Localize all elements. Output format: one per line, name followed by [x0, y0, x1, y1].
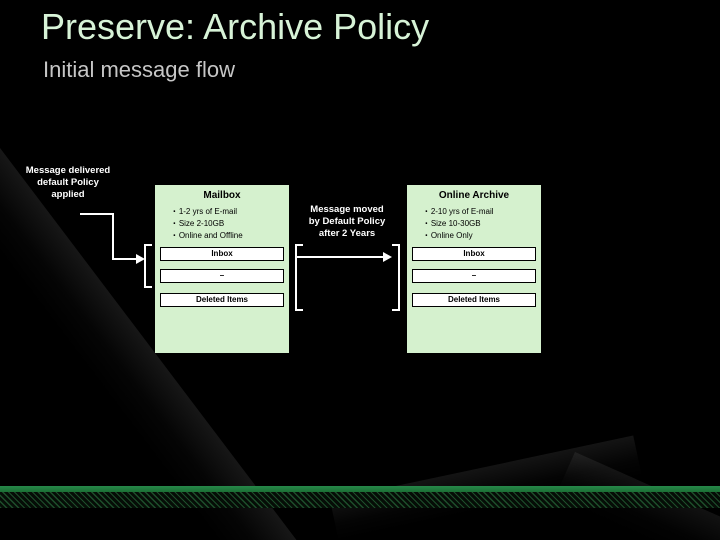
bullet-text: 2-10 yrs of E-mail	[430, 207, 494, 216]
arrowhead-move-icon	[383, 252, 392, 262]
bullet-text: Online and Offline	[178, 231, 243, 240]
note-line: Message moved	[310, 204, 384, 215]
bracket-mailbox-left	[144, 244, 152, 288]
online-archive-folder-deleted-items: Deleted Items	[412, 293, 536, 307]
bottom-accent-line	[0, 486, 720, 492]
mailbox-bullet: •1-2 yrs of E-mail	[173, 206, 287, 218]
bracket-mailbox-right	[295, 244, 303, 311]
mailbox-title: Mailbox	[203, 190, 241, 201]
online-archive-box: Online Archive •2-10 yrs of E-mail •Size…	[407, 185, 541, 353]
online-archive-folder-inbox: Inbox	[412, 247, 536, 261]
bullet-icon: •	[173, 232, 176, 240]
note-message-delivered: Message delivered default Policy applied	[8, 165, 128, 201]
mailbox-box: Mailbox •1-2 yrs of E-mail •Size 2-10GB …	[155, 185, 289, 353]
online-archive-bullet: •Online Only	[425, 230, 539, 242]
bullet-text: Online Only	[430, 231, 473, 240]
mailbox-folder-dash: –	[160, 269, 284, 283]
mailbox-bullet-list: •1-2 yrs of E-mail •Size 2-10GB •Online …	[173, 206, 287, 242]
online-archive-folder-dash: –	[412, 269, 536, 283]
note-line: after 2 Years	[318, 228, 376, 239]
bullet-icon: •	[425, 220, 428, 228]
mailbox-folder-inbox: Inbox	[160, 247, 284, 261]
mailbox-folder-deleted-items: Deleted Items	[160, 293, 284, 307]
online-archive-bullet-list: •2-10 yrs of E-mail •Size 10-30GB •Onlin…	[425, 206, 539, 242]
online-archive-bullet: •Size 10-30GB	[425, 218, 539, 230]
elbow-connector-delivery	[80, 213, 136, 260]
mailbox-bullet: •Size 2-10GB	[173, 218, 287, 230]
online-archive-title: Online Archive	[438, 190, 510, 201]
online-archive-bullet: •2-10 yrs of E-mail	[425, 206, 539, 218]
bracket-archive-left	[392, 244, 400, 311]
note-message-moved: Message moved by Default Policy after 2 …	[287, 204, 407, 240]
bullet-icon: •	[173, 208, 176, 216]
arrowhead-delivery-icon	[136, 254, 145, 264]
bullet-icon: •	[425, 232, 428, 240]
bullet-icon: •	[425, 208, 428, 216]
note-line: applied	[51, 189, 85, 200]
note-line: default Policy	[37, 177, 99, 188]
bottom-hatch-band	[0, 492, 720, 508]
note-line: Message delivered	[25, 165, 111, 176]
bullet-icon: •	[173, 220, 176, 228]
bullet-text: Size 10-30GB	[430, 219, 481, 228]
note-line: by Default Policy	[308, 216, 386, 227]
slide-title: Preserve: Archive Policy	[41, 6, 430, 47]
bullet-text: Size 2-10GB	[178, 219, 225, 228]
bullet-text: 1-2 yrs of E-mail	[178, 207, 238, 216]
mailbox-bullet: •Online and Offline	[173, 230, 287, 242]
slide-subtitle: Initial message flow	[43, 57, 235, 82]
